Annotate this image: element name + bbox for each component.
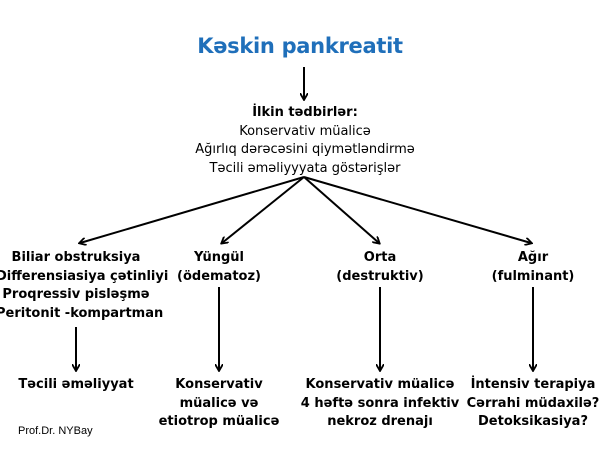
branch-outcome-surgical-indications: Təcili əməliyyat <box>0 376 156 395</box>
condition-line: (fulminant) <box>491 268 575 284</box>
outcome-line: 4 həftə sonra infektiv <box>300 395 460 411</box>
arrow-to-severe <box>303 176 531 243</box>
branch-outcome-severe: İntensiv terapiya Cərrahi müdaxilə? Deto… <box>463 376 600 432</box>
outcome-line: müalicə və <box>179 395 259 411</box>
condition-line: Biliar obstruksiya <box>11 250 141 265</box>
branch-outcome-mild: Konservativ müalicə və etiotrop müalicə <box>149 376 289 432</box>
condition-line: Proqressiv pisləşmə <box>2 287 150 302</box>
author-credit: Prof.Dr. NYBay <box>18 425 93 437</box>
condition-line: (destruktiv) <box>336 268 424 284</box>
outcome-line: Cərrahi müdaxilə? <box>466 395 600 411</box>
branch-condition-moderate: Orta (destruktiv) <box>320 249 440 286</box>
initial-measure-item: Təcili əməliyyyata göstərişlər <box>209 160 401 176</box>
branch-condition-surgical-indications: Biliar obstruksiya Differensiasiya çətin… <box>0 249 169 323</box>
condition-line: Ağır <box>517 250 549 265</box>
outcome-line: Konservativ <box>175 377 263 392</box>
condition-line: Yüngül <box>194 250 244 265</box>
condition-line: (ödematoz) <box>177 268 261 284</box>
arrow-to-mild <box>222 176 305 243</box>
initial-measure-item: Ağırlıq dərəcəsini qiymətləndirmə <box>195 142 415 157</box>
condition-line: Peritonit -kompartman <box>0 305 164 321</box>
initial-measure-item: Konservativ müalicə <box>239 123 371 139</box>
outcome-line: Konservativ müalicə <box>305 377 455 392</box>
outcome-line: İntensiv terapiya <box>470 377 596 392</box>
branch-outcome-moderate: Konservativ müalicə 4 həftə sonra infekt… <box>300 376 460 432</box>
branch-condition-mild: Yüngül (ödematoz) <box>159 249 279 286</box>
outcome-line: nekroz drenajı <box>327 414 433 429</box>
initial-measures-heading: İlkin tədbirlər: <box>252 105 358 120</box>
initial-measures-node: İlkin tədbirlər: Konservativ müalicə Ağı… <box>150 104 460 178</box>
diagram-title: Kəskin pankreatit <box>197 34 403 58</box>
outcome-line: etiotrop müalicə <box>158 414 280 429</box>
outcome-line: Təcili əməliyyat <box>18 377 134 392</box>
outcome-line: Detoksikasiya? <box>478 414 588 429</box>
condition-line: Differensiasiya çətinliyi <box>0 268 169 284</box>
arrow-to-surgical-indications <box>80 176 305 243</box>
branch-condition-severe: Ağır (fulminant) <box>473 249 593 286</box>
arrow-to-moderate <box>303 176 379 243</box>
condition-line: Orta <box>363 250 397 265</box>
